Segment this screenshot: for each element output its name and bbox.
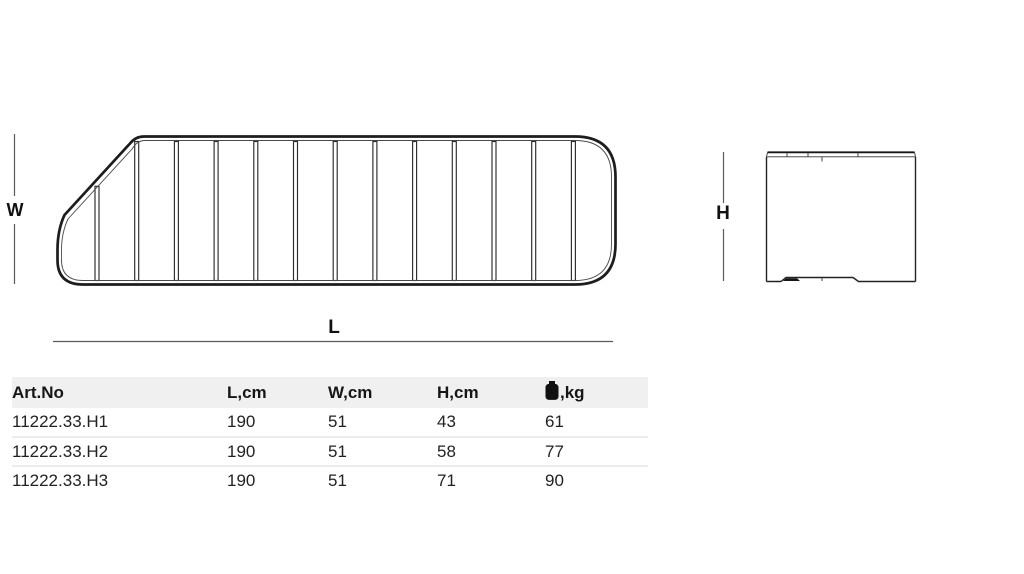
column-header-width: W,cm	[328, 382, 373, 402]
cross-bar	[412, 140, 418, 282]
top-view-cross-bars	[94, 140, 576, 282]
length-dimension-label: L	[328, 317, 340, 338]
cross-bar	[531, 140, 537, 282]
cargo-basket-side-view	[765, 151, 917, 283]
cell-length: 190	[227, 465, 328, 495]
spec-table: Art.No L,cm W,cm H,cm ,kg	[12, 377, 648, 495]
cell-length: 190	[227, 436, 328, 466]
cross-bar	[372, 140, 378, 282]
cell-weight: 61	[545, 412, 564, 431]
cross-bar	[134, 140, 140, 282]
cell-height: 58	[437, 436, 545, 466]
cell-width: 51	[328, 436, 437, 466]
cargo-basket-top-view	[56, 135, 617, 286]
cross-bar	[332, 140, 338, 282]
weight-unit-label: ,kg	[560, 382, 585, 402]
cross-bar	[173, 140, 179, 282]
cell-width: 51	[328, 412, 347, 431]
table-row: 11222.33.H1 190 51 43 61	[12, 408, 648, 437]
column-header-length: L,cm	[227, 382, 267, 402]
column-header-artno: Art.No	[12, 382, 64, 402]
cell-length: 190	[227, 412, 256, 431]
table-row: 11222.33.H3 190 51 71 90	[12, 465, 648, 495]
cross-bar	[253, 140, 259, 282]
cross-bar	[451, 140, 457, 282]
table-row: 11222.33.H2 190 51 58 77	[12, 436, 648, 466]
cell-height: 43	[437, 412, 456, 431]
cell-art-no: 11222.33.H2	[12, 436, 227, 466]
cell-weight: 77	[545, 436, 648, 466]
column-header-weight: ,kg	[545, 377, 648, 408]
width-dimension-label: W	[6, 200, 24, 220]
cell-art-no: 11222.33.H1	[12, 412, 109, 431]
cross-bar	[570, 140, 576, 282]
cell-weight: 90	[545, 465, 648, 495]
spec-table-header-row: Art.No L,cm W,cm H,cm ,kg	[12, 377, 648, 408]
cross-bar	[292, 140, 299, 282]
cross-bar	[213, 140, 219, 282]
column-header-height: H,cm	[437, 382, 479, 402]
weight-icon	[545, 380, 559, 405]
height-dimension-label: H	[716, 203, 730, 224]
cell-art-no: 11222.33.H3	[12, 465, 227, 495]
cell-height: 71	[437, 465, 545, 495]
cross-bar	[491, 140, 497, 282]
cell-width: 51	[328, 465, 437, 495]
cross-bar	[94, 185, 100, 282]
